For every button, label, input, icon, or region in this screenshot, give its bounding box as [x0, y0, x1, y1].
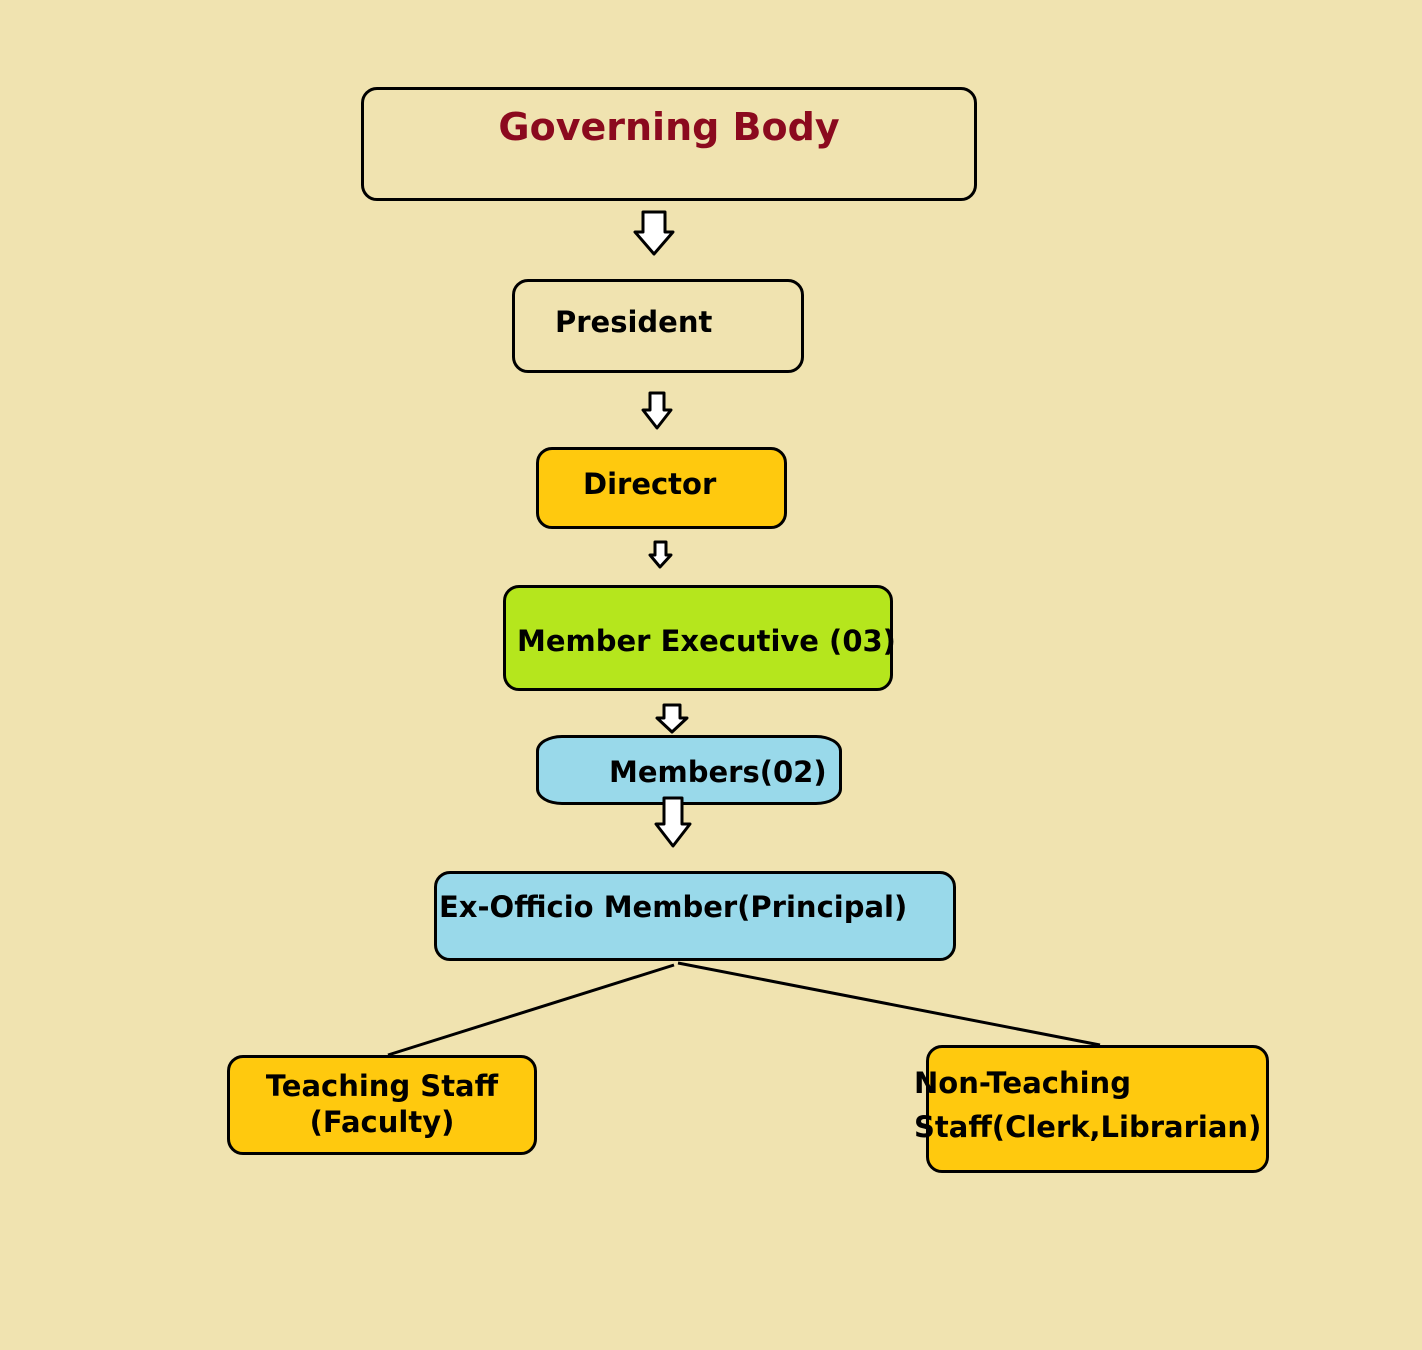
node-governing-body: Governing Body: [361, 87, 977, 201]
arrow-governing-to-president: [633, 210, 675, 256]
node-director-label: Director: [583, 467, 717, 501]
node-teaching-staff: Teaching Staff (Faculty): [227, 1055, 537, 1155]
node-members-label: Members(02): [609, 755, 827, 789]
node-members: Members(02): [536, 735, 842, 805]
node-director: Director: [536, 447, 787, 529]
node-president-label: President: [555, 305, 713, 339]
node-non-teaching-staff: Non-Teaching Staff(Clerk,Librarian): [914, 1045, 1269, 1173]
node-non-teaching-staff-line-1: Non-Teaching: [914, 1066, 1131, 1100]
node-member-executive: Member Executive (03): [503, 585, 896, 691]
node-non-teaching-staff-line-2: Staff(Clerk,Librarian): [914, 1109, 1262, 1144]
node-president: President: [512, 279, 804, 373]
node-ex-officio-member-label: Ex-Officio Member(Principal): [439, 890, 908, 924]
connector-to-non-teaching-staff: [677, 961, 1101, 1047]
connector-to-teaching-staff: [387, 963, 675, 1057]
node-ex-officio-member: Ex-Officio Member(Principal): [434, 871, 956, 961]
arrow-president-to-director: [641, 391, 673, 430]
node-teaching-staff-line-1: Teaching Staff: [265, 1069, 499, 1103]
node-governing-body-label: Governing Body: [498, 105, 840, 149]
arrow-member-executive-to-members: [655, 703, 689, 734]
node-teaching-staff-line-2: (Faculty): [309, 1105, 455, 1140]
node-member-executive-label: Member Executive (03): [517, 624, 896, 658]
arrow-director-to-member-executive: [648, 540, 673, 569]
